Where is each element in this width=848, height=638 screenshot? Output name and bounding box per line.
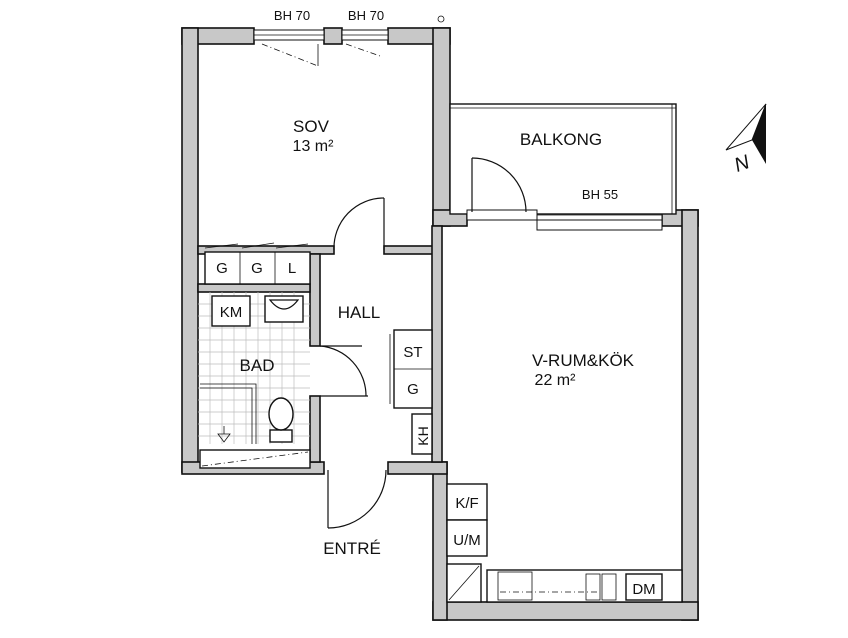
sink xyxy=(264,295,304,323)
um-label: U/M xyxy=(453,532,481,549)
north-arrow-icon xyxy=(725,103,767,164)
balcony xyxy=(449,103,677,221)
window-bh70-right-label: BH 70 xyxy=(348,8,384,23)
wardrobe-l-label: L xyxy=(288,260,296,277)
room-sov-name: SOV xyxy=(293,117,330,136)
kh-label: KH xyxy=(415,426,431,445)
kf-label: K/F xyxy=(455,495,478,512)
toilet xyxy=(268,397,294,443)
floor-drain-icon xyxy=(217,426,231,443)
window-bh55-label: BH 55 xyxy=(582,187,618,202)
bath-bench xyxy=(199,449,311,469)
door-entre xyxy=(327,469,387,529)
room-bad-name: BAD xyxy=(240,356,275,375)
north-label: N xyxy=(731,151,753,177)
room-hall-name: HALL xyxy=(338,303,381,322)
window-bh70-left-label: BH 70 xyxy=(274,8,310,23)
st-label: ST xyxy=(403,344,422,361)
wardrobe-g2-label: G xyxy=(251,260,263,277)
window-bh70-right xyxy=(341,29,389,57)
room-vardagsrum-kok-name: V-RUM&KÖK xyxy=(532,351,635,370)
dm-label: DM xyxy=(632,581,655,598)
door-sov xyxy=(333,197,385,251)
partitions xyxy=(197,225,443,463)
shower xyxy=(200,383,257,444)
wardrobe-g1-label: G xyxy=(216,260,228,277)
window-bh70-left xyxy=(253,29,325,67)
door-bad xyxy=(319,345,368,397)
room-sov-area: 13 m² xyxy=(293,138,335,155)
room-vardagsrum-kok-area: 22 m² xyxy=(535,372,577,389)
room-entre-name: ENTRÉ xyxy=(323,539,381,558)
hall-closets xyxy=(389,329,433,455)
g-hall-label: G xyxy=(407,381,419,398)
km-label: KM xyxy=(220,304,243,321)
wardrobes xyxy=(204,242,311,285)
room-balkong-name: BALKONG xyxy=(520,130,602,149)
marker-icon xyxy=(437,15,445,23)
washing-machine xyxy=(211,295,251,327)
kitchen-units xyxy=(446,483,683,603)
